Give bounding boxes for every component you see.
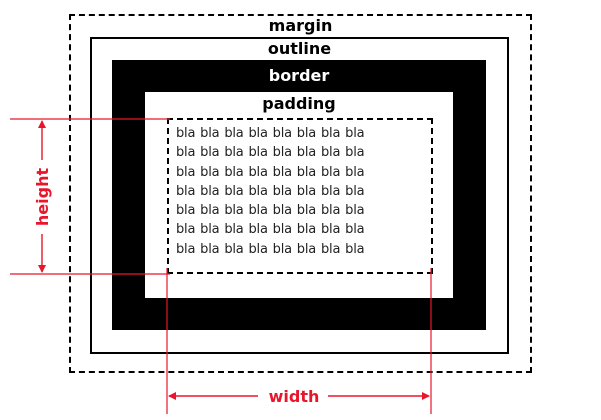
height-label: height: [33, 168, 52, 227]
content-line: bla bla bla bla bla bla bla bla: [176, 164, 365, 180]
content-area: [167, 118, 433, 274]
border-label: border: [268, 66, 330, 85]
outline-label: outline: [267, 39, 332, 58]
content-line: bla bla bla bla bla bla bla bla: [176, 203, 365, 219]
content-line: bla bla bla bla bla bla bla bla: [176, 183, 365, 199]
content-line: bla bla bla bla bla bla bla bla: [176, 222, 365, 238]
content-text: bla bla bla bla bla bla bla bla bla bla …: [176, 124, 426, 259]
content-line: bla bla bla bla bla bla bla bla: [176, 126, 365, 141]
width-label: width: [269, 387, 320, 406]
content-line: bla bla bla bla bla bla bla bla: [176, 241, 365, 257]
outline-area: [90, 37, 509, 354]
content-line: bla bla bla bla bla bla bla bla: [176, 145, 365, 161]
margin-label: margin: [268, 16, 333, 35]
padding-area: [145, 92, 453, 298]
padding-label: padding: [262, 94, 336, 113]
margin-area: [69, 14, 532, 373]
